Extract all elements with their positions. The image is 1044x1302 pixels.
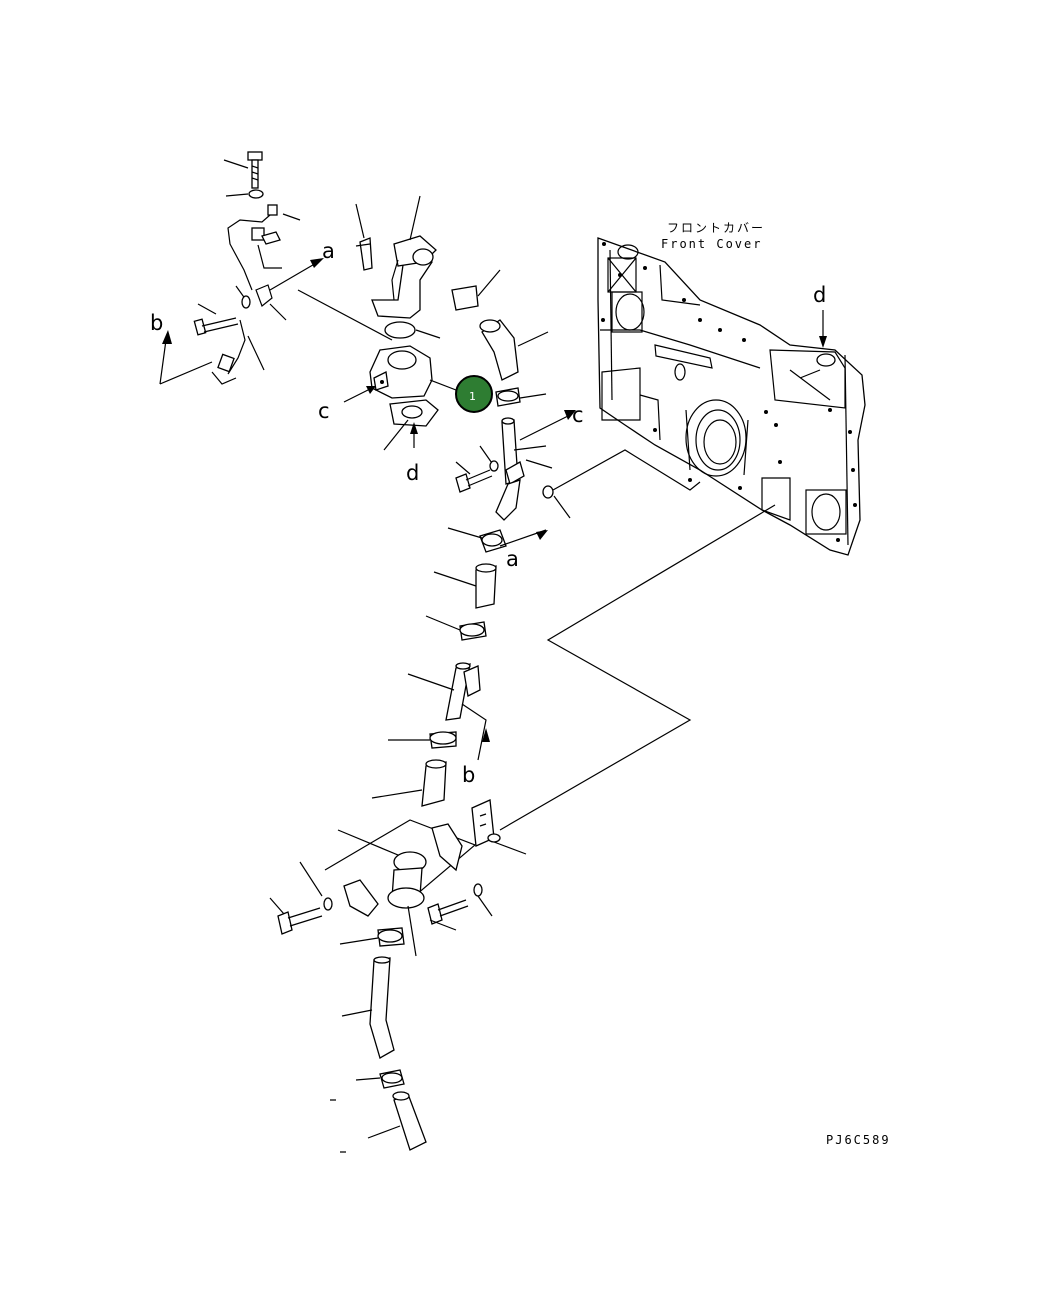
drawing-code: PJ6C589: [826, 1133, 891, 1147]
front-cover-label-en: Front Cover: [661, 237, 762, 251]
callout-1[interactable]: 1: [455, 375, 493, 413]
view-letter-c-right: c: [572, 403, 584, 427]
view-letter-a-top: a: [322, 239, 335, 263]
connector-top: [267, 204, 278, 216]
callout-1-label: 1: [469, 390, 476, 403]
bolt-head-top: [247, 151, 263, 161]
front-cover-label-jp: フロントカバー: [667, 221, 765, 235]
gasket-top: [384, 321, 416, 339]
view-letter-d-front: d: [813, 283, 826, 307]
view-letter-b-mid: b: [462, 763, 475, 787]
bottom-assembly: [269, 799, 527, 1153]
view-letter-c-left: c: [318, 399, 330, 423]
front-cover-part: [597, 237, 866, 556]
elbow-flange-group: [343, 195, 501, 451]
washer-top: [248, 189, 264, 199]
view-letter-a-mid: a: [506, 547, 519, 571]
view-letter-b-top: b: [150, 311, 163, 335]
sensor-harness-group: [159, 151, 324, 385]
hose-chain: [371, 319, 576, 807]
view-letter-d-left: d: [406, 461, 419, 485]
